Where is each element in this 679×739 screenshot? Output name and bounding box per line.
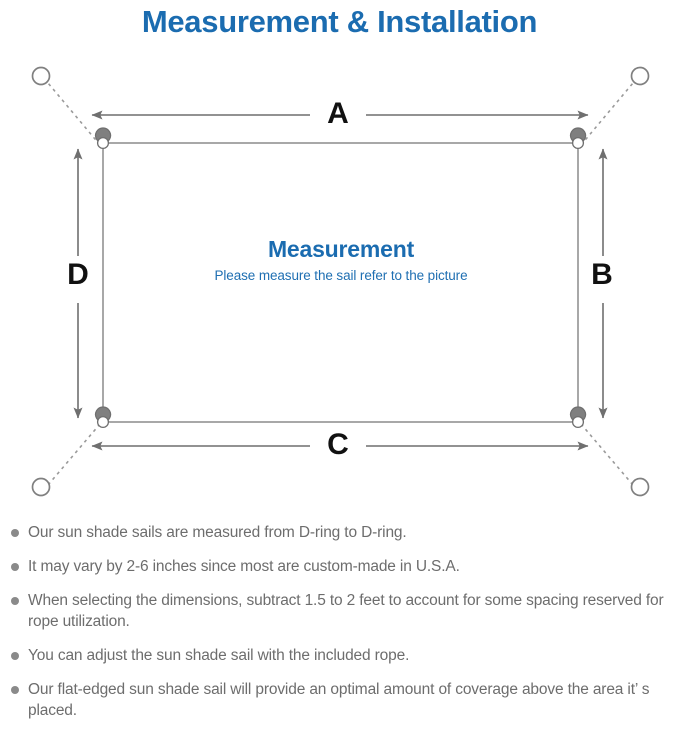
dimension-label-c: C	[315, 430, 361, 460]
list-item: When selecting the dimensions, subtract …	[0, 590, 679, 632]
anchor-rings	[31, 66, 650, 497]
dimension-label-b: B	[584, 260, 620, 290]
list-item: Our flat-edged sun shade sail will provi…	[0, 679, 679, 721]
note-text: It may vary by 2-6 inches since most are…	[28, 558, 460, 575]
sail-body	[102, 142, 579, 423]
note-text: Our flat-edged sun shade sail will provi…	[28, 681, 650, 719]
bullet-icon	[11, 597, 19, 605]
anchor-ring-top-left	[31, 66, 51, 86]
anchor-ring-bottom-right	[630, 477, 650, 497]
list-item: It may vary by 2-6 inches since most are…	[0, 556, 679, 577]
anchor-ring-top-right	[630, 66, 650, 86]
d-ring-top-left	[94, 127, 112, 150]
tether-line-bottom-right	[580, 423, 634, 486]
d-rings	[94, 127, 587, 429]
note-text: When selecting the dimensions, subtract …	[28, 592, 664, 630]
bullet-icon	[11, 686, 19, 694]
dimension-label-d: D	[60, 260, 96, 290]
note-text: You can adjust the sun shade sail with t…	[28, 647, 410, 664]
d-ring-top-right	[569, 127, 587, 150]
note-text: Our sun shade sails are measured from D-…	[28, 524, 407, 541]
dimension-label-a: A	[315, 99, 361, 129]
tether-line-top-left	[47, 82, 101, 146]
bullet-icon	[11, 652, 19, 660]
list-item: Our sun shade sails are measured from D-…	[0, 522, 679, 543]
list-item: You can adjust the sun shade sail with t…	[0, 645, 679, 666]
d-ring-bottom-right	[569, 406, 587, 429]
d-ring-bottom-left	[94, 406, 112, 429]
tether-line-top-right	[580, 82, 634, 146]
anchor-ring-bottom-left	[31, 477, 51, 497]
diagram-center-label: Measurement Please measure the sail refe…	[103, 235, 579, 287]
sail-measurement-diagram: A B C D Measurement Please measure the s…	[0, 50, 679, 515]
diagram-svg	[31, 66, 650, 497]
bullet-icon	[11, 529, 19, 537]
notes-list: Our sun shade sails are measured from D-…	[0, 522, 679, 734]
page-title: Measurement & Installation	[141, 4, 538, 39]
diagram-center-subheading: Please measure the sail refer to the pic…	[214, 268, 468, 283]
diagram-center-heading: Measurement	[267, 236, 415, 262]
bullet-icon	[11, 563, 19, 571]
tether-line-bottom-left	[47, 423, 101, 486]
